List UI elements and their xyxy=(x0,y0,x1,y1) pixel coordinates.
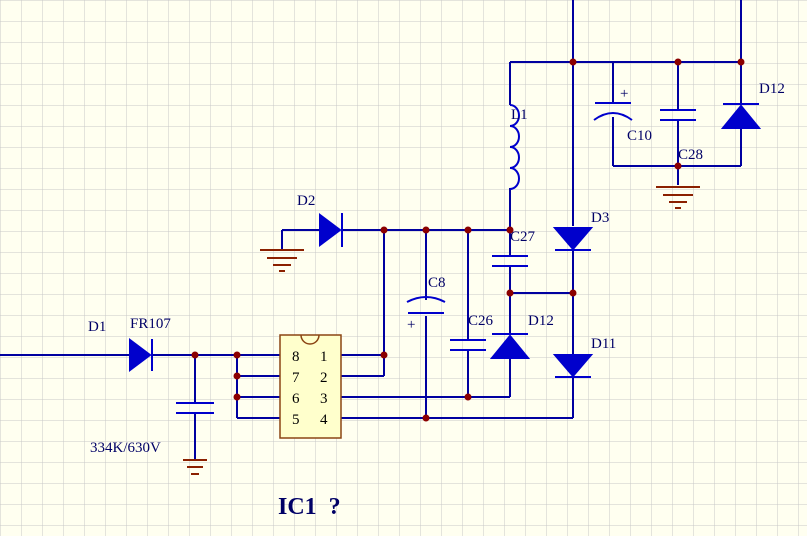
capacitor-c10 xyxy=(593,102,633,121)
label-fr107: FR107 xyxy=(130,316,171,332)
diode-d12-mid xyxy=(489,333,531,359)
label-d1: D1 xyxy=(88,319,106,335)
label-c27: C27 xyxy=(510,229,536,245)
label-d12-mid: D12 xyxy=(528,313,554,329)
ic-pin-4: 4 xyxy=(320,412,328,428)
junction-dots xyxy=(191,58,745,422)
ic-pin-8: 8 xyxy=(292,349,300,365)
capacitor-334k xyxy=(176,402,214,414)
label-d2: D2 xyxy=(297,193,315,209)
inductor-l1 xyxy=(509,104,520,190)
label-c28: C28 xyxy=(678,147,703,163)
ic-pin-7: 7 xyxy=(292,370,300,386)
label-l1: L1 xyxy=(511,107,528,123)
label-plus-c10: + xyxy=(620,86,628,102)
label-d12-top: D12 xyxy=(759,81,785,97)
ic-pin-5: 5 xyxy=(292,412,300,428)
capacitor-c8 xyxy=(406,296,446,314)
capacitor-c28 xyxy=(660,109,696,121)
label-c8: C8 xyxy=(428,275,446,291)
ic1-title: IC1 ? xyxy=(278,494,341,520)
ic-pin-2: 2 xyxy=(320,370,328,386)
diode-d3 xyxy=(552,227,594,251)
ground-symbol-top xyxy=(656,186,700,209)
capacitor-c26 xyxy=(450,339,486,351)
diode-d11 xyxy=(552,354,594,378)
wires xyxy=(0,0,742,460)
diode-d12-top xyxy=(720,103,762,129)
ic1-chip: 8 7 6 5 1 2 3 4 xyxy=(279,334,342,439)
label-c26: C26 xyxy=(468,313,494,329)
ic-pin-1: 1 xyxy=(320,349,328,365)
ground-symbol-input xyxy=(183,459,207,475)
diode-fr107 xyxy=(129,338,153,372)
label-input-capacitor: 334K/630V xyxy=(90,440,161,456)
ic-pin-6: 6 xyxy=(292,391,300,407)
ground-symbol-d2 xyxy=(260,249,304,272)
diode-d2 xyxy=(319,213,343,247)
label-c10: C10 xyxy=(627,128,652,144)
label-plus-c8: + xyxy=(407,317,415,333)
capacitor-c27 xyxy=(492,255,528,267)
ic-pin-3: 3 xyxy=(320,391,328,407)
label-d11: D11 xyxy=(591,336,616,352)
label-d3: D3 xyxy=(591,210,609,226)
